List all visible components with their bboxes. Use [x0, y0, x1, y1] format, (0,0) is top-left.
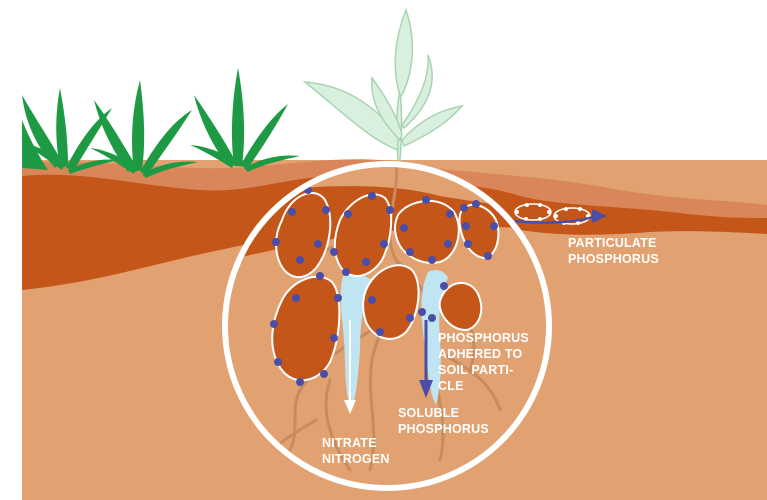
- label-particulate-phosphorus: PARTICULATE PHOSPHORUS: [568, 235, 659, 267]
- label-line: SOIL PARTI-: [438, 362, 529, 378]
- label-line: PHOSPHORUS: [438, 330, 529, 346]
- label-line: PHOSPHORUS: [568, 251, 659, 267]
- grass-tuft-icon: [190, 68, 300, 172]
- label-line: CLE: [438, 378, 529, 394]
- label-line: SOLUBLE: [398, 405, 489, 421]
- label-soluble-phosphorus: SOLUBLE PHOSPHORUS: [398, 405, 489, 437]
- label-line: NITRATE: [322, 435, 390, 451]
- label-nitrate-nitrogen: NITRATE NITROGEN: [322, 435, 390, 467]
- label-line: PHOSPHORUS: [398, 421, 489, 437]
- label-line: NITROGEN: [322, 451, 390, 467]
- label-line: PARTICULATE: [568, 235, 659, 251]
- seedling-icon: [305, 10, 462, 160]
- label-phosphorus-adhered: PHOSPHORUS ADHERED TO SOIL PARTI- CLE: [438, 330, 529, 394]
- label-line: ADHERED TO: [438, 346, 529, 362]
- grass-tuft-icon: [22, 88, 118, 174]
